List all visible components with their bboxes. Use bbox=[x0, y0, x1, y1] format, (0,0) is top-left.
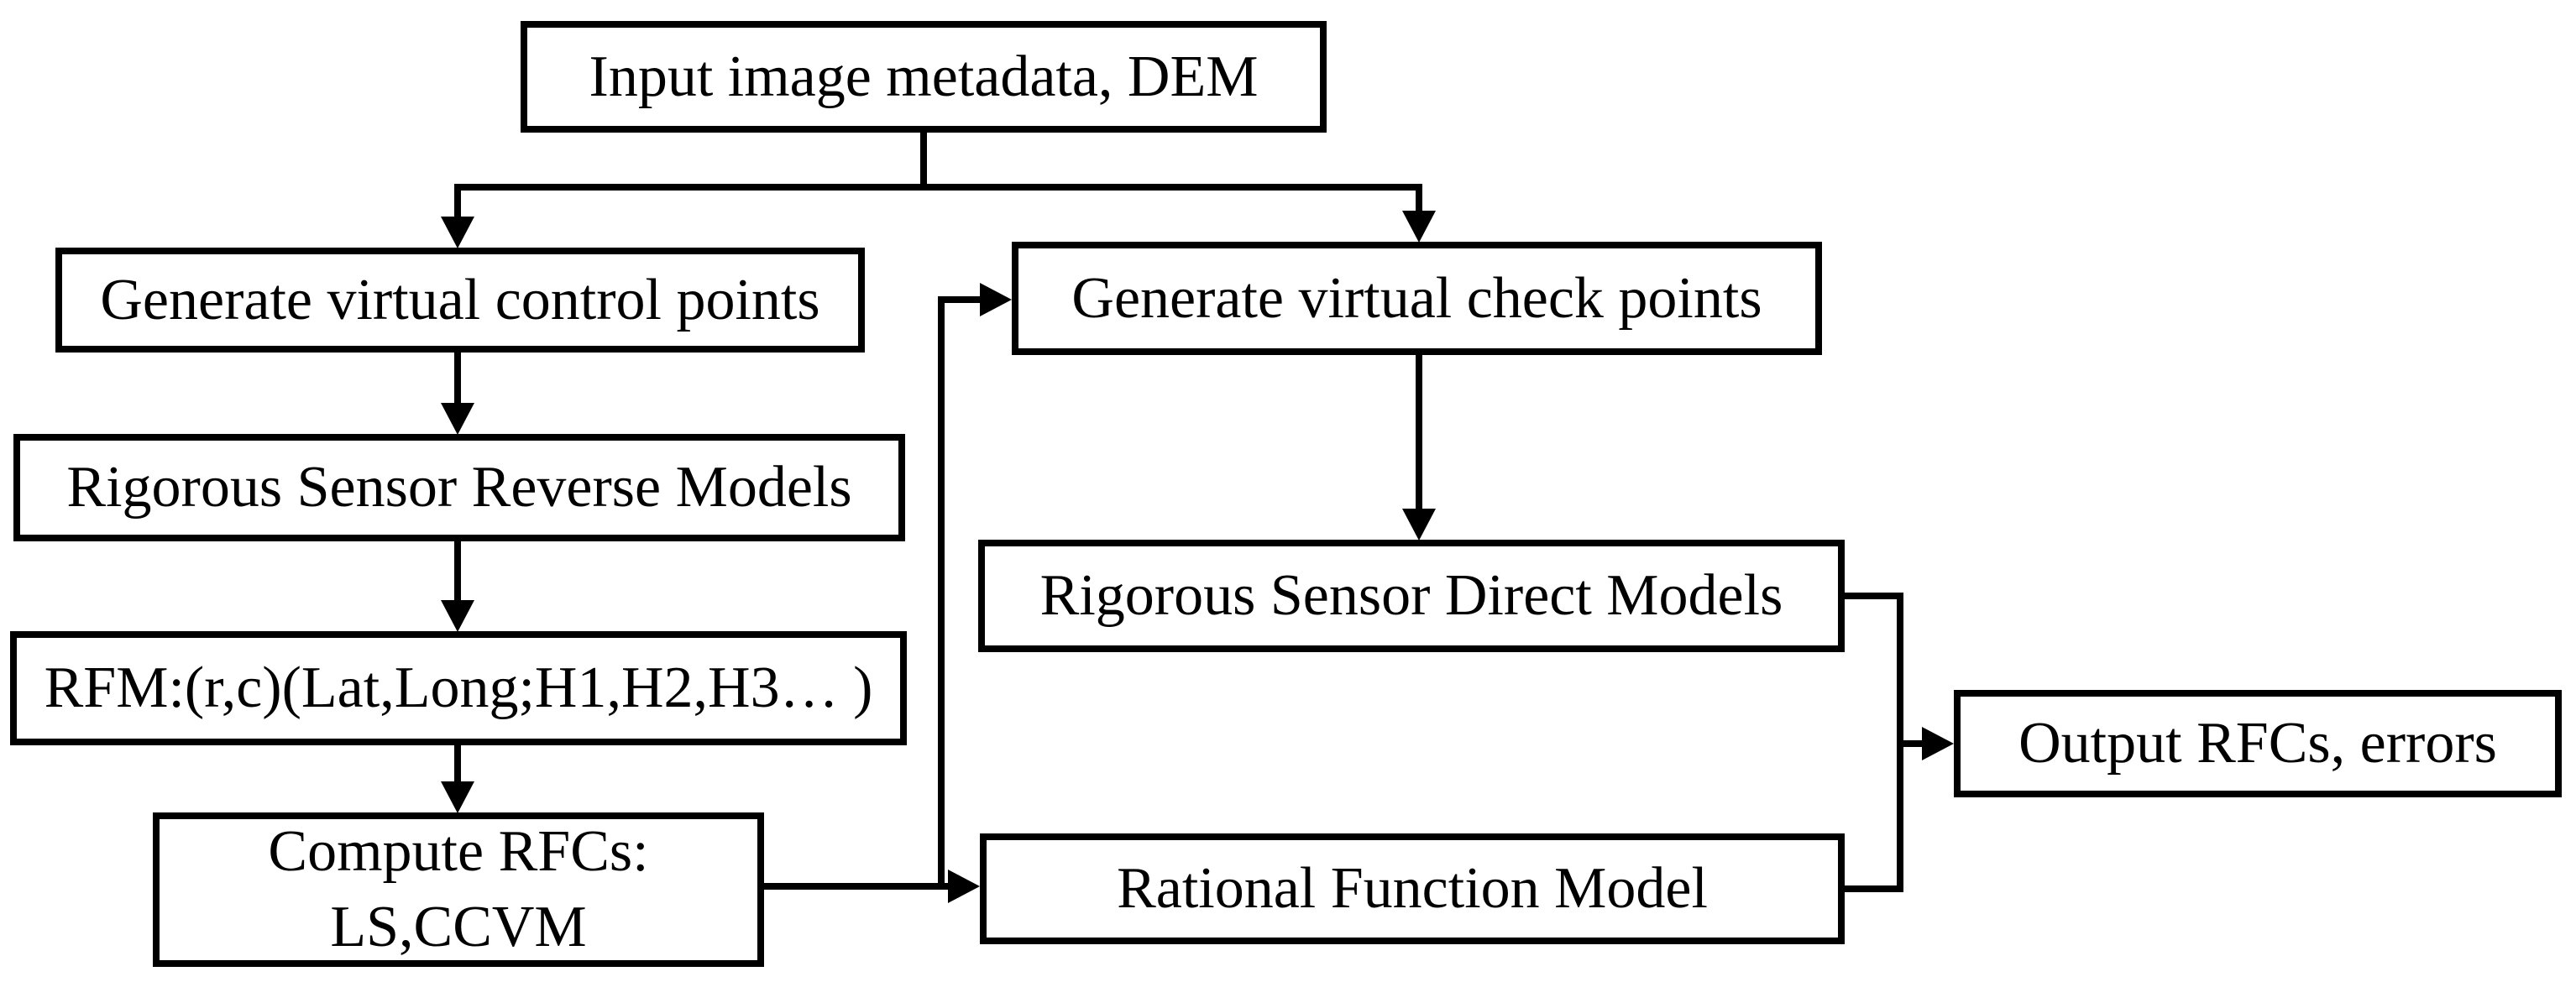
node-rigorous-sensor-reverse-models: Rigorous Sensor Reverse Models bbox=[13, 434, 905, 541]
arrowhead-compute-to-rational bbox=[948, 870, 980, 903]
arrowhead-check-to-direct bbox=[1402, 509, 1436, 541]
edge-compute-to-check-line bbox=[938, 296, 983, 303]
edge-control-to-reverse-line bbox=[454, 353, 461, 405]
node-compute-rfcs-ls-ccvm: Compute RFCs: LS,CCVM bbox=[153, 812, 764, 967]
node-input-image-metadata-dem: Input image metadata, DEM bbox=[521, 21, 1327, 133]
node-output-rfcs-errors: Output RFCs, errors bbox=[1954, 690, 2562, 797]
edge-into-output-line bbox=[1897, 740, 1925, 747]
node-rational-function-model: Rational Function Model bbox=[980, 833, 1845, 944]
edge-rfm-to-compute-line bbox=[454, 745, 461, 782]
arrowhead-compute-to-check bbox=[980, 283, 1012, 316]
edge-compute-up-line bbox=[938, 296, 945, 890]
edge-input-drop-line bbox=[920, 128, 927, 191]
edge-check-to-direct-line bbox=[1416, 355, 1422, 509]
arrowhead-input-to-control bbox=[441, 217, 474, 248]
arrowhead-into-output bbox=[1922, 727, 1954, 760]
edge-rational-out-line bbox=[1845, 885, 1903, 892]
edge-reverse-to-rfm-line bbox=[454, 541, 461, 602]
arrowhead-control-to-reverse bbox=[441, 403, 474, 435]
edge-branch-horizontal-line bbox=[454, 184, 1422, 191]
arrowhead-rfm-to-compute bbox=[441, 781, 474, 813]
arrowhead-reverse-to-rfm bbox=[441, 600, 474, 632]
node-rfm-equation: RFM:(r,c)(Lat,Long;H1,H2,H3… ) bbox=[10, 631, 907, 745]
node-generate-virtual-check-points: Generate virtual check points bbox=[1012, 242, 1822, 355]
edge-direct-out-line bbox=[1845, 593, 1903, 599]
edge-input-to-check-line bbox=[1416, 184, 1422, 212]
node-rigorous-sensor-direct-models: Rigorous Sensor Direct Models bbox=[978, 540, 1845, 652]
node-generate-virtual-control-points: Generate virtual control points bbox=[55, 248, 865, 353]
edge-input-to-control-line bbox=[454, 184, 461, 219]
arrowhead-input-to-check bbox=[1402, 211, 1436, 243]
edge-compute-out-line bbox=[764, 883, 953, 890]
